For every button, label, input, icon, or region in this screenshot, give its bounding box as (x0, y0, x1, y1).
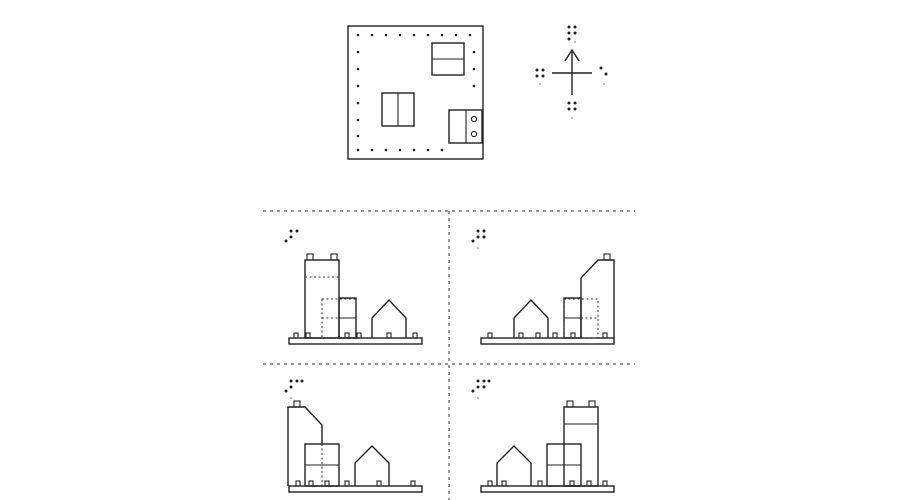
view-b-mid-block (563, 297, 582, 339)
plan-block-left (381, 92, 415, 127)
view-c-braille-label (284, 379, 304, 400)
view-c-stacked-block (304, 443, 340, 487)
view-c-slanted-tower (287, 400, 323, 486)
south-braille (567, 101, 577, 120)
view-a-tall-tower (304, 253, 340, 339)
view-a-braille-label (284, 229, 299, 243)
compass (535, 25, 608, 120)
east-braille (599, 66, 608, 86)
view-b (471, 229, 615, 345)
view-d-house (496, 445, 532, 486)
west-braille (535, 68, 545, 86)
view-d (471, 379, 615, 493)
plan-outline (347, 25, 484, 160)
view-a (284, 229, 423, 345)
view-b-slanted-tower (580, 253, 615, 338)
view-c-house (354, 445, 390, 486)
view-b-braille-label (471, 229, 486, 250)
view-grid-dividers (263, 210, 635, 500)
view-d-braille-label (471, 379, 491, 400)
view-a-house (371, 298, 407, 338)
view-c (284, 379, 423, 493)
plan-border-dots (356, 33, 476, 152)
north-braille (567, 25, 577, 44)
view-d-tall-tower (563, 400, 599, 487)
arrow-up-icon (564, 48, 580, 62)
view-a-mid-block (338, 297, 357, 339)
plan-block-top-right (431, 42, 465, 76)
view-b-house (513, 298, 549, 338)
plan-block-cylinders (448, 109, 483, 144)
plan-view (347, 25, 484, 160)
